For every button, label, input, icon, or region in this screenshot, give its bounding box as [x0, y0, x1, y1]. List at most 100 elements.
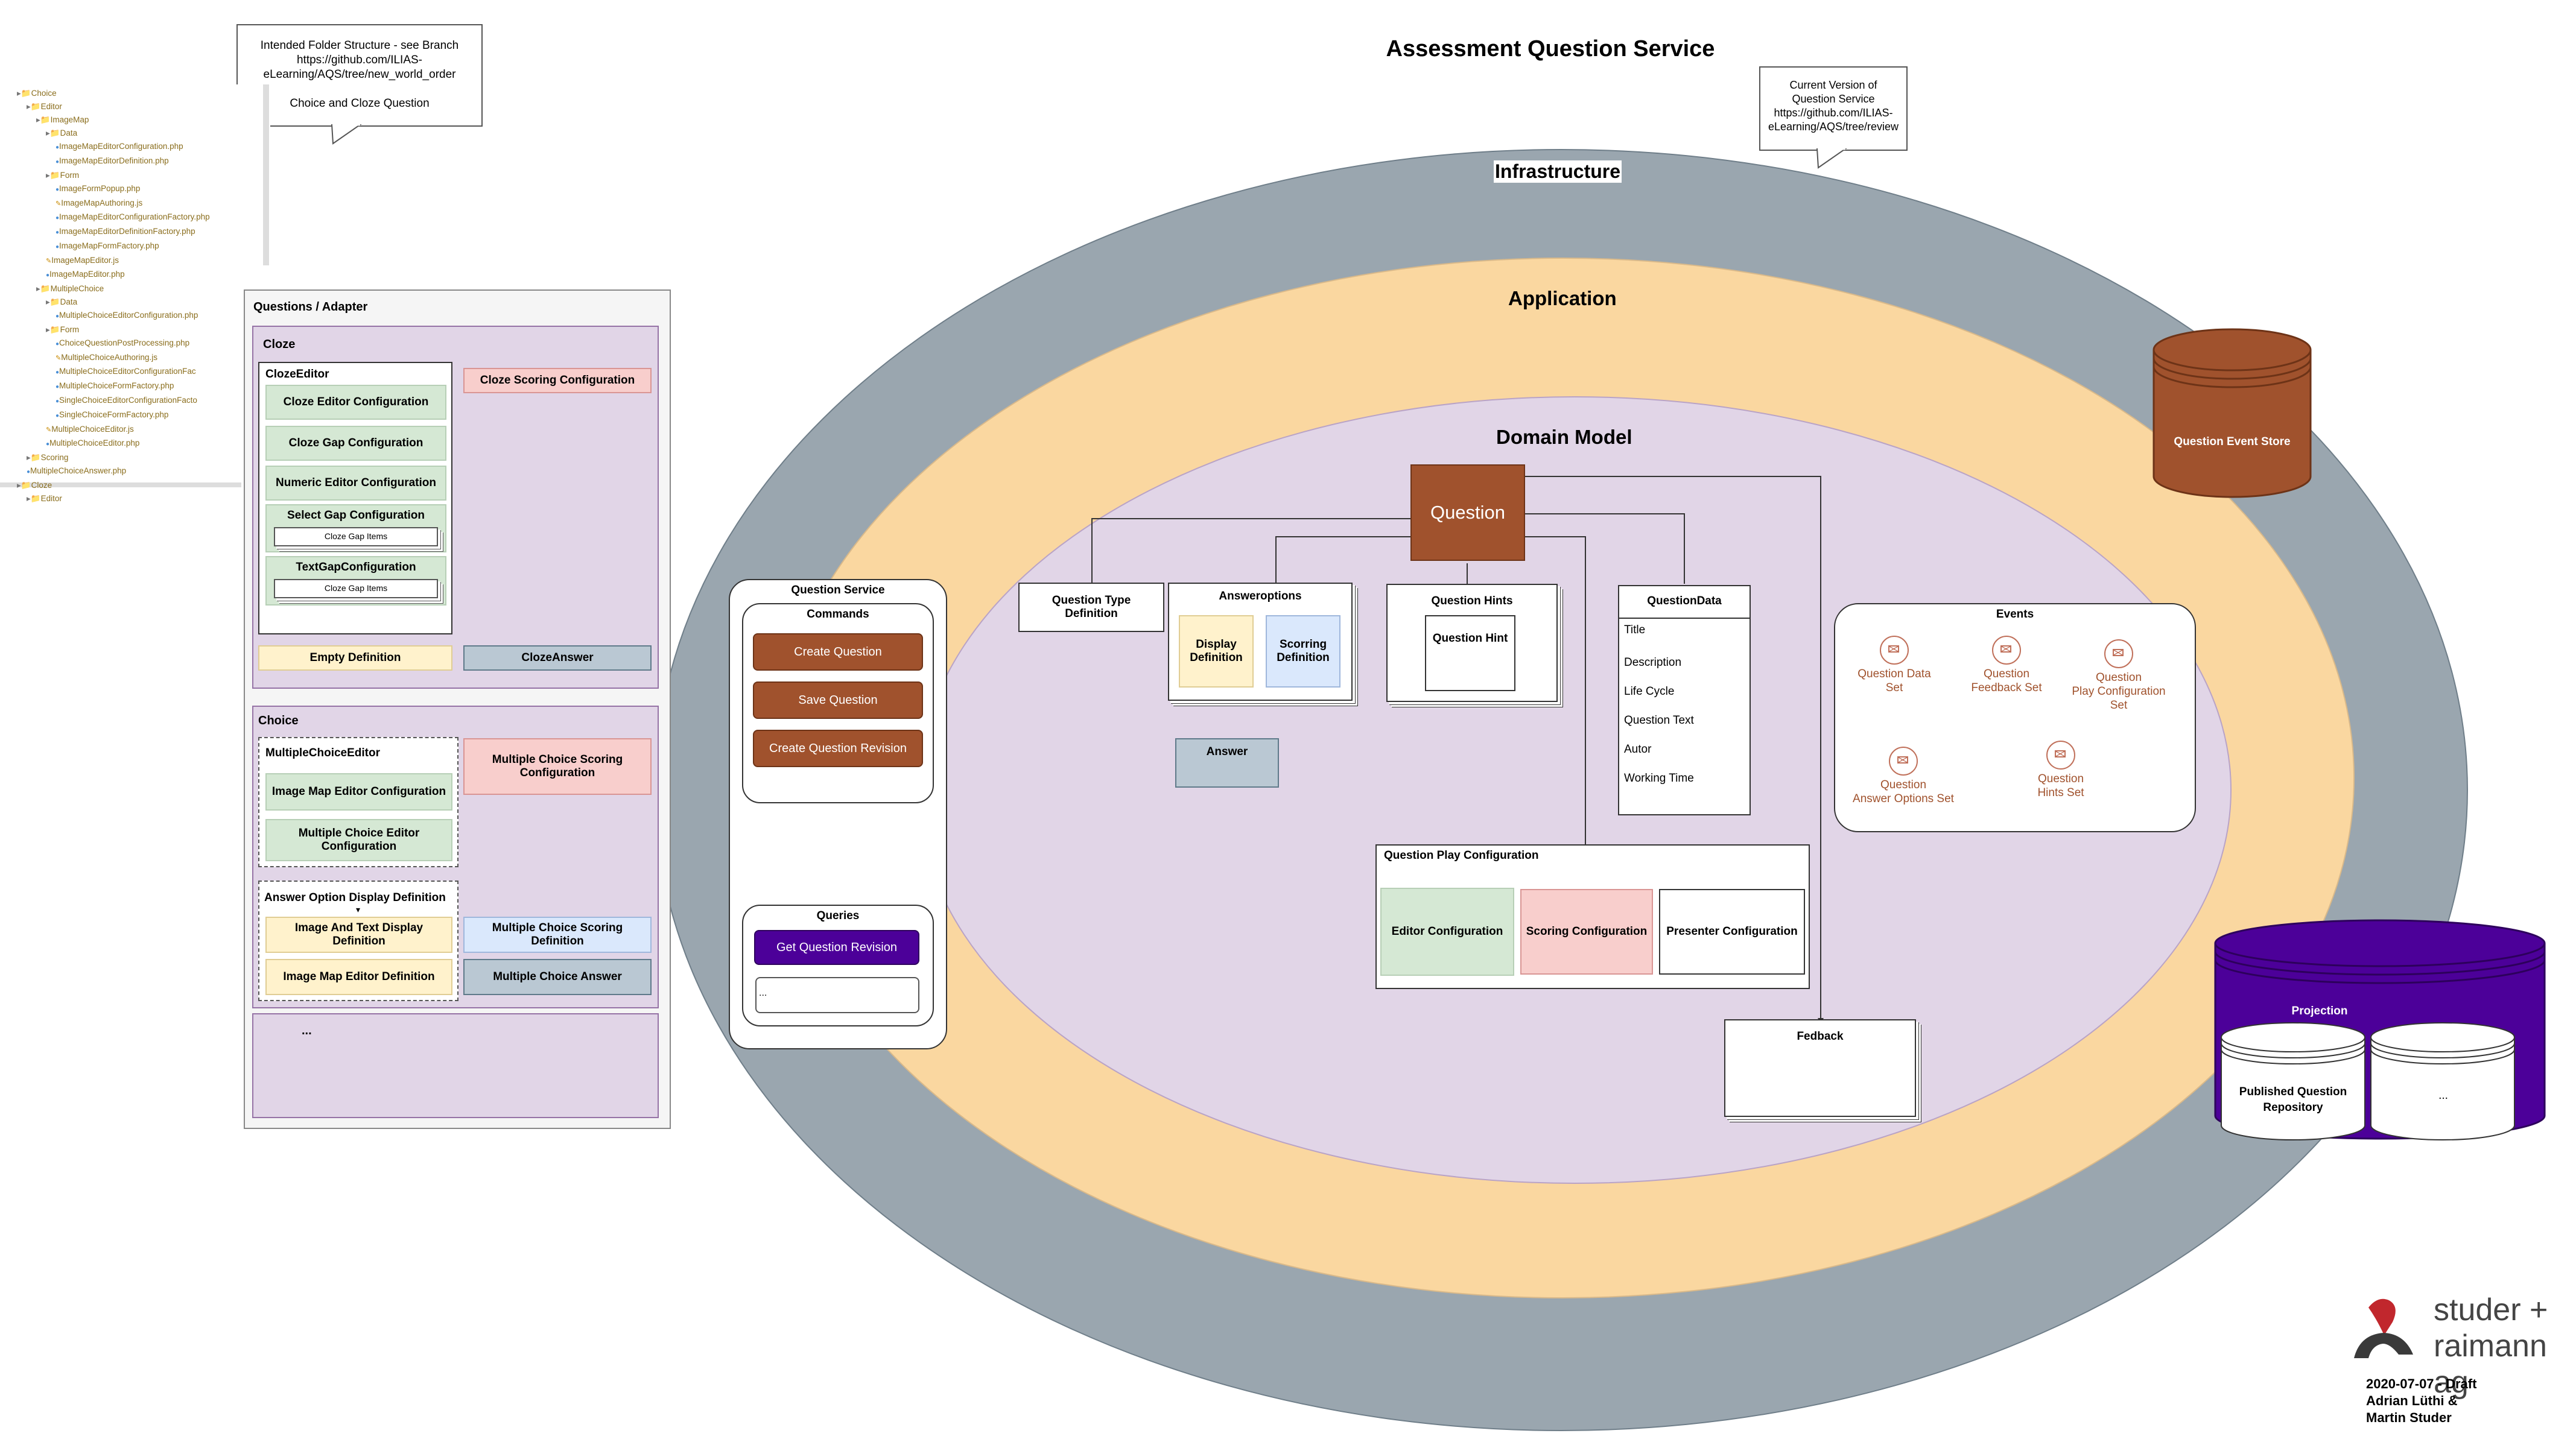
question-entity: Question — [1410, 464, 1525, 561]
tree-folder[interactable]: Scoring — [17, 451, 210, 464]
play-config-title: Question Play Configuration — [1384, 849, 1539, 862]
image-and-text-display-definition: Image And Text Display Definition — [265, 917, 452, 953]
infrastructure-label: Infrastructure — [1494, 160, 1622, 183]
events-title: Events — [1996, 608, 2034, 621]
multiple-choice-editor-title: MultipleChoiceEditor — [265, 747, 380, 759]
text-gap-items-stack: Cloze Gap Items — [274, 579, 438, 598]
event-label-line: Question — [1983, 668, 2030, 680]
query-placeholder: ... — [755, 977, 919, 1013]
display-definition: Display Definition — [1179, 615, 1254, 688]
tree-file[interactable]: ImageMapEditor.php — [17, 268, 210, 282]
tree-folder[interactable]: Form — [17, 323, 210, 337]
cloze-scoring-configuration: Cloze Scoring Configuration — [463, 368, 652, 393]
scoring-configuration: Scoring Configuration — [1520, 889, 1653, 975]
tree-file[interactable]: SingleChoiceEditorConfigurationFacto — [17, 394, 210, 408]
tree-folder[interactable]: Data — [17, 296, 210, 309]
multiple-choice-answer: Multiple Choice Answer — [463, 959, 652, 995]
event-label-line: Set — [2110, 699, 2128, 712]
version-note-line-3: https://github.com/ILIAS- — [1774, 107, 1893, 119]
tree-file[interactable]: MultipleChoiceEditorConfiguration.php — [17, 309, 210, 323]
tree-file[interactable]: MultipleChoiceAuthoring.js — [17, 351, 210, 365]
tree-folder[interactable]: MultipleChoice — [17, 282, 210, 296]
tree-file[interactable]: ImageMapEditorConfiguration.php — [17, 140, 210, 154]
image-map-editor-configuration: Image Map Editor Configuration — [265, 773, 452, 811]
version-note-line-1: Current Version of — [1789, 79, 1877, 91]
tree-file[interactable]: MultipleChoiceFormFactory.php — [17, 379, 210, 394]
save-question-command: Save Question — [753, 681, 923, 719]
tree-folder[interactable]: Editor — [17, 100, 210, 113]
cloze-title: Cloze — [263, 338, 296, 351]
connectors — [1091, 476, 1821, 1019]
question-hint: Question Hint — [1425, 615, 1515, 691]
event-store-cylinder — [2152, 328, 2312, 498]
tree-file[interactable]: MultipleChoiceEditorConfigurationFac — [17, 365, 210, 379]
tree-folder[interactable]: Form — [17, 169, 210, 182]
field-description: Description — [1624, 656, 1682, 669]
event-label-line: Hints Set — [2037, 786, 2084, 799]
scoring-definition: Scorring Definition — [1266, 615, 1340, 688]
company-logo-mark — [2354, 1298, 2413, 1358]
multiple-choice-scoring-configuration: Multiple Choice Scoring Configuration — [463, 738, 652, 795]
event-label-line: Set — [1885, 681, 1903, 694]
question-data-title: QuestionData — [1647, 595, 1722, 607]
tree-file[interactable]: MultipleChoiceEditor.php — [17, 437, 210, 451]
select-gap-title: Select Gap Configuration — [287, 509, 425, 522]
commands-title: Commands — [807, 608, 869, 621]
tree-folder[interactable]: Data — [17, 127, 210, 140]
empty-definition: Empty Definition — [258, 645, 452, 671]
image-map-editor-definition: Image Map Editor Definition — [265, 959, 452, 995]
questions-adapter-title: Questions / Adapter — [253, 300, 368, 314]
event-question-answer-options-set: Question Answer Options Set — [1840, 747, 1967, 806]
tree-folder[interactable]: Choice — [17, 87, 210, 100]
event-label-line: Answer Options Set — [1853, 792, 1954, 805]
folder-note-line-2: https://github.com/ILIAS- — [296, 54, 423, 66]
footer-author-2: Martin Studer — [2366, 1410, 2452, 1425]
file-tree-panel: ChoiceEditorImageMapDataImageMapEditorCo… — [0, 84, 270, 503]
more-group: ... — [252, 1013, 659, 1118]
footer-date: 2020-07-07 - Draft — [2366, 1376, 2477, 1391]
event-label-line: Question Data — [1857, 668, 1931, 680]
projection-cylinder — [2214, 919, 2546, 1140]
tree-file[interactable]: MultipleChoiceEditor.js — [17, 423, 210, 437]
tree-file[interactable]: ImageMapAuthoring.js — [17, 197, 210, 210]
tree-file[interactable]: ImageMapEditor.js — [17, 254, 210, 268]
tree-file[interactable]: ImageMapEditorDefinitionFactory.php — [17, 225, 210, 239]
file-tree-scrollbar[interactable] — [263, 84, 269, 265]
numeric-editor-configuration: Numeric Editor Configuration — [265, 466, 446, 501]
tree-file[interactable]: ImageMapEditorDefinition.php — [17, 154, 210, 169]
question-service-title: Question Service — [791, 584, 885, 596]
tree-folder[interactable]: ImageMap — [17, 113, 210, 127]
text-gap-title: TextGapConfiguration — [296, 561, 416, 574]
event-label-line: Question — [2095, 671, 2142, 684]
answeroptions-title: Answeroptions — [1219, 590, 1302, 602]
event-label-line: Question — [1880, 779, 1927, 791]
choice-title: Choice — [258, 714, 299, 727]
tree-file[interactable]: ChoiceQuestionPostProcessing.php — [17, 337, 210, 351]
question-data-divider — [1619, 618, 1750, 619]
tree-folder[interactable]: Editor — [17, 492, 210, 505]
projection-more: ... — [2438, 1089, 2448, 1102]
tree-folder[interactable]: Cloze — [17, 479, 210, 492]
folder-structure-note: Intended Folder Structure - see Branch h… — [236, 24, 483, 127]
event-question-play-configuration-set: Question Play Configuration Set — [2063, 639, 2174, 712]
editor-configuration: Editor Configuration — [1380, 888, 1514, 976]
event-question-hints-set: Question Hints Set — [2013, 741, 2109, 800]
question-type-definition: Question Type Definition — [1018, 583, 1164, 632]
tree-file[interactable]: ImageMapEditorConfigurationFactory.php — [17, 210, 210, 225]
tree-file[interactable]: ImageMapFormFactory.php — [17, 239, 210, 254]
event-question-feedback-set: Question Feedback Set — [1952, 636, 2061, 695]
folder-note-line-5: Choice and Cloze Question — [290, 97, 430, 110]
tree-file[interactable]: SingleChoiceFormFactory.php — [17, 408, 210, 423]
create-question-revision-command: Create Question Revision — [753, 730, 923, 767]
more-label: ... — [302, 1024, 312, 1037]
envelope-icon — [1889, 747, 1918, 776]
tree-file[interactable]: ImageFormPopup.php — [17, 182, 210, 197]
tree-file[interactable]: MultipleChoiceAnswer.php — [17, 464, 210, 479]
question-hints-title: Question Hints — [1431, 595, 1513, 607]
field-title: Title — [1624, 624, 1646, 636]
folder-note-line-4 — [238, 82, 481, 96]
logo-line-2: raimann ag — [2434, 1329, 2547, 1400]
field-question-text: Question Text — [1624, 714, 1694, 727]
field-autor: Autor — [1624, 743, 1652, 756]
text-gap-configuration: TextGapConfiguration Cloze Gap Items — [265, 556, 446, 606]
